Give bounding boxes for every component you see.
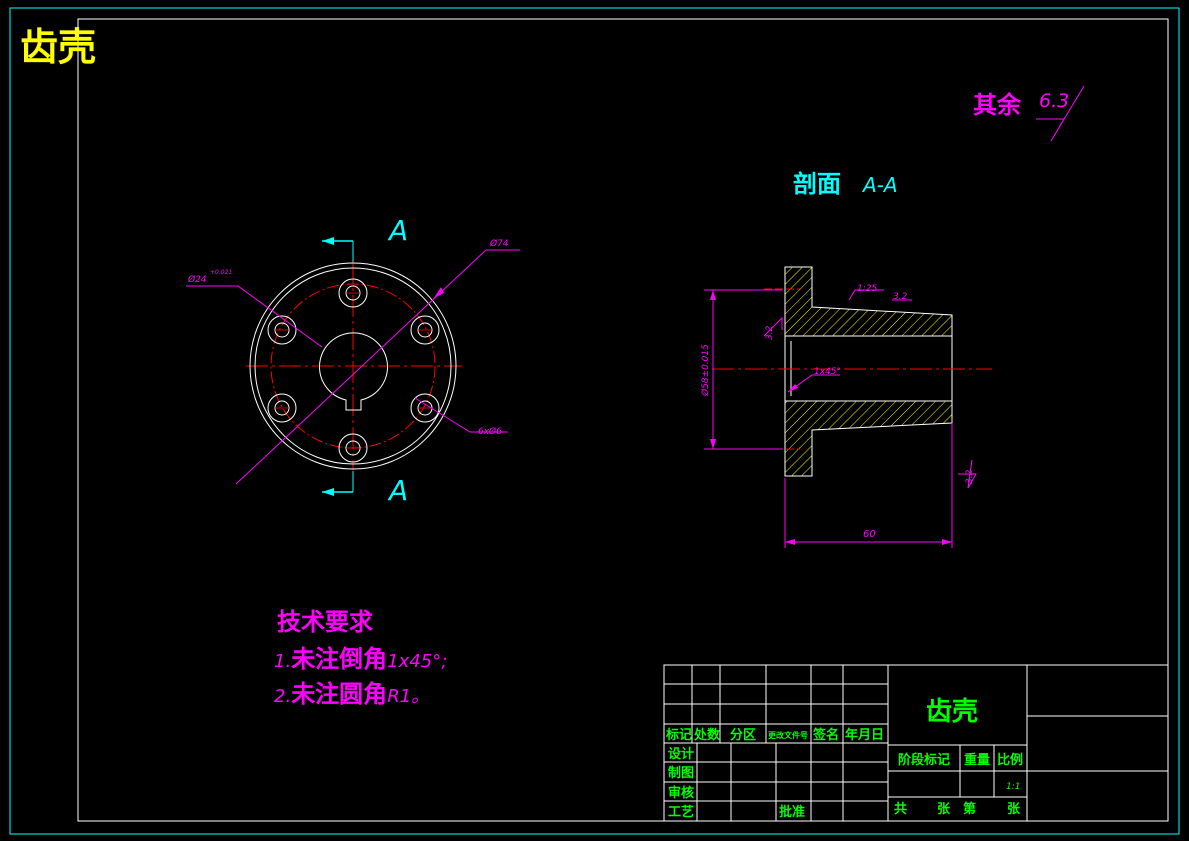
cut-marker-label-top: A <box>387 214 408 247</box>
flange-inner <box>254 267 452 465</box>
tb-total: 共 <box>894 801 907 817</box>
section-dimensions <box>704 289 977 548</box>
requirement-1-suffix: 1x45°; <box>387 651 447 672</box>
dim-length: 60 <box>863 529 876 540</box>
section-view: Ø58±0.015 1:25 3.2 3.2 3.2 1x45° 60 <box>700 266 992 548</box>
requirement-2-suffix: R1。 <box>387 686 429 707</box>
dim-taper: 1:25 <box>857 284 877 294</box>
dim-holes: 6xØ6 <box>478 426 502 437</box>
surface-note-label: 其余 <box>973 91 1022 119</box>
dim-bore-diameter: Ø24 <box>187 274 207 285</box>
requirement-2-prefix: 2. <box>274 686 291 707</box>
dim-spigot: Ø58±0.015 <box>700 344 711 397</box>
technical-requirements: 技术要求 1.未注倒角1x45°; 2.未注圆角R1。 <box>274 608 447 708</box>
tb-row-design: 设计 <box>668 746 694 762</box>
dim-outer-diameter: Ø74 <box>489 238 509 249</box>
cut-marker-top: A <box>322 214 408 262</box>
hatch-upper <box>784 266 953 337</box>
tb-sheet-unit: 张 <box>1007 802 1021 817</box>
cut-marker-label-bottom: A <box>387 474 408 507</box>
tb-row-approve: 批准 <box>779 804 805 820</box>
inner-border <box>77 18 1169 822</box>
tb-header-count: 处数 <box>693 727 721 743</box>
dim-chamfer: 1x45° <box>814 367 841 377</box>
tb-header-date: 年月日 <box>845 727 884 743</box>
tb-sheet-no: 第 <box>963 801 976 817</box>
part-name: 齿壳 <box>926 697 978 727</box>
cut-marker-bottom: A <box>322 471 408 507</box>
section-name: A-A <box>861 173 898 197</box>
roughness-symbol <box>1036 85 1085 142</box>
dim-bore-tolerance: +0.021 <box>210 269 232 276</box>
tb-row-check: 审核 <box>668 785 694 801</box>
surface-note-value: 6.3 <box>1039 90 1069 112</box>
requirement-2-main: 未注圆角 <box>291 680 387 708</box>
tb-scale-value: 1:1 <box>1006 782 1020 792</box>
front-view: A A <box>186 214 520 507</box>
tb-header-docno: 更改文件号 <box>768 730 808 740</box>
tb-header-sign: 签名 <box>812 727 839 743</box>
tb-scale: 比例 <box>997 752 1023 768</box>
title-block: 齿壳 标记 处数 分区 更改文件号 签名 年月日 设计 制图 审核 工艺 批准 … <box>663 664 1169 822</box>
section-title: 剖面 <box>793 170 841 198</box>
dim-roughness-end: 3.2 <box>965 469 975 484</box>
tb-sheets: 张 <box>937 802 951 817</box>
outer-border <box>9 7 1180 835</box>
tb-header-mark: 标记 <box>665 727 692 743</box>
surface-note: 其余 6.3 <box>973 85 1085 142</box>
bolt-hole-centers <box>275 292 432 449</box>
tb-weight: 重量 <box>964 752 990 768</box>
title-block-grid <box>663 664 1169 822</box>
flange-outer <box>249 262 457 470</box>
dim-roughness-face: 3.2 <box>765 325 775 340</box>
requirements-title: 技术要求 <box>277 608 373 636</box>
dim-roughness-bore: 3.2 <box>893 292 908 302</box>
bore-keyway <box>319 332 388 411</box>
requirement-1: 1.未注倒角1x45°; <box>274 645 447 673</box>
tb-stage-mark: 阶段标记 <box>898 752 950 768</box>
requirement-1-prefix: 1. <box>274 651 291 672</box>
corner-title: 齿壳 <box>20 25 96 69</box>
tb-row-draw: 制图 <box>668 765 694 781</box>
tb-row-process: 工艺 <box>668 804 694 820</box>
requirement-1-main: 未注倒角 <box>291 645 387 673</box>
front-dimensions <box>186 249 520 485</box>
dimension-arrows <box>710 290 952 545</box>
hatch-lower <box>784 400 953 477</box>
tb-header-zone: 分区 <box>730 727 756 743</box>
requirement-2: 2.未注圆角R1。 <box>274 680 429 708</box>
